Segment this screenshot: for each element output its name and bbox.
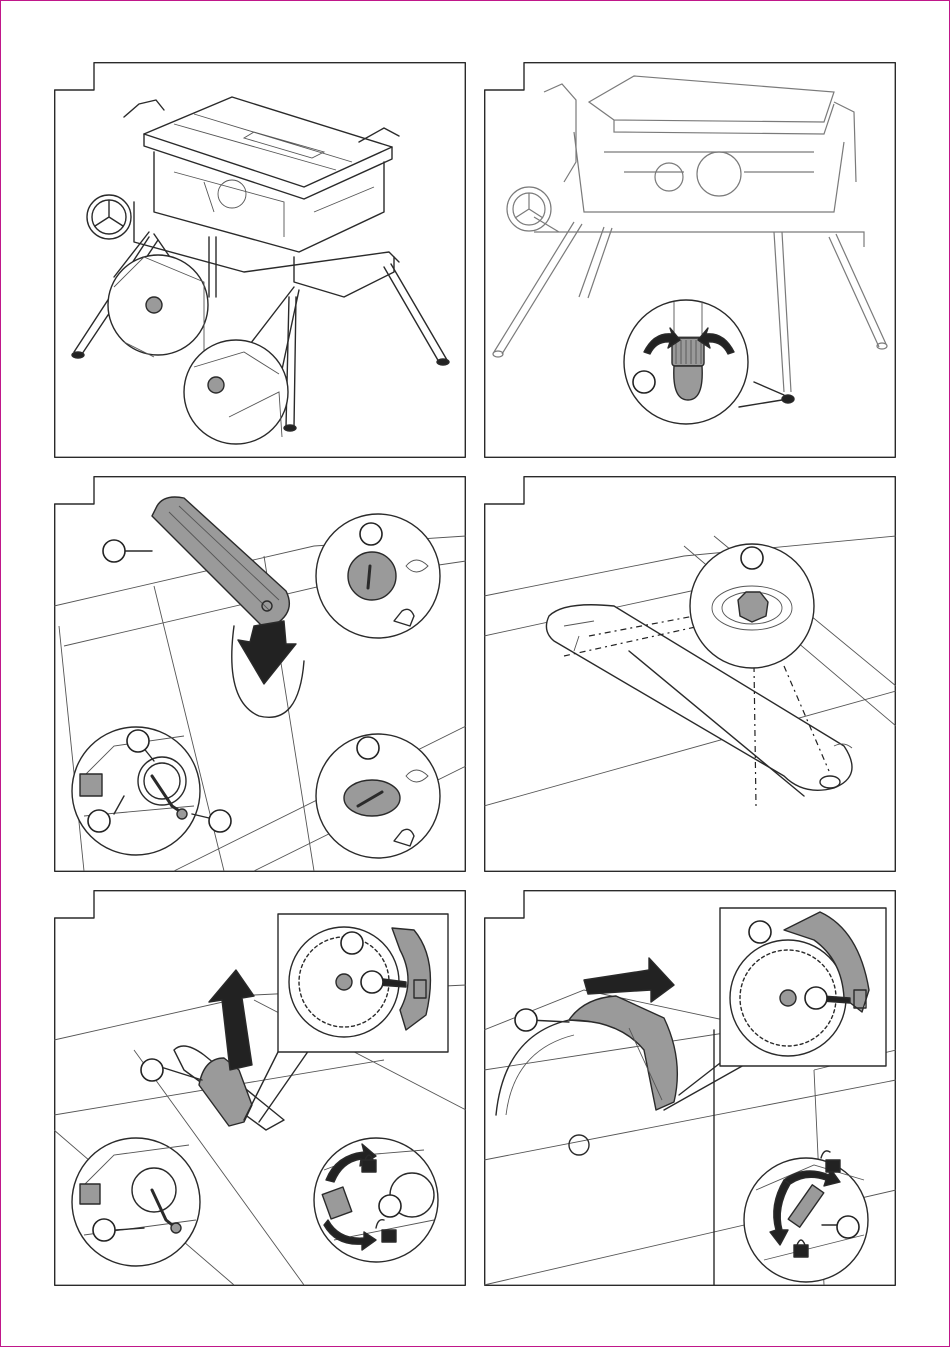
callout-marker (360, 523, 382, 545)
saw-blade (496, 1020, 634, 1115)
unlock-icon (826, 1160, 840, 1172)
leg-pin-detail-callout (184, 340, 288, 444)
lock-lever (80, 774, 102, 796)
leveling-foot (782, 395, 794, 403)
figure-panel-6 (484, 890, 896, 1286)
figure-panel-2 (484, 62, 896, 458)
lock-icon (794, 1245, 808, 1257)
riving-knife (199, 1058, 252, 1126)
callout-marker (103, 540, 125, 562)
callout-marker (357, 737, 379, 759)
throat-plate-leveling-illustration (484, 476, 896, 872)
callout-marker (379, 1195, 401, 1217)
slide-forward-arrow (584, 958, 674, 1002)
figure-panel-3 (54, 476, 466, 872)
figure-panel-1 (54, 62, 466, 458)
bevel-handwheel (138, 757, 186, 805)
bevel-handwheel (132, 1168, 176, 1212)
callout-marker (88, 810, 110, 832)
callout-marker (361, 971, 383, 993)
unlock-icon (382, 1230, 396, 1242)
callout-marker (93, 1219, 115, 1241)
stand-leg (494, 222, 582, 354)
callout-marker (127, 730, 149, 752)
stand-leg (286, 297, 296, 427)
callout-marker (741, 547, 763, 569)
callout-marker (837, 1216, 859, 1238)
throat-plate-illustration (54, 476, 466, 872)
riving-knife-installation-illustration (484, 890, 896, 1286)
rubber-foot (674, 366, 702, 400)
insert-down-arrow (238, 621, 296, 684)
callout-marker (805, 987, 827, 1009)
saw-on-stand-illustration (54, 62, 466, 458)
figure-panel-5 (54, 890, 466, 1286)
callout-marker (209, 810, 231, 832)
lift-up-arrow (209, 970, 254, 1070)
callout-marker (749, 921, 771, 943)
lock-icon (362, 1160, 376, 1172)
callout-marker (141, 1059, 163, 1081)
figure-panel-4 (484, 476, 896, 872)
callout-marker (633, 371, 655, 393)
saw-tabletop (589, 76, 834, 122)
callout-marker (515, 1009, 537, 1031)
locking-pin (208, 377, 224, 393)
callout-marker (341, 932, 363, 954)
leveling-foot-illustration (484, 62, 896, 458)
riving-knife (569, 996, 677, 1110)
quarter-turn-fastener (348, 552, 396, 600)
hex-leveling-screw (738, 592, 768, 622)
riving-knife-removal-illustration (54, 890, 466, 1286)
locking-pin (146, 297, 162, 313)
